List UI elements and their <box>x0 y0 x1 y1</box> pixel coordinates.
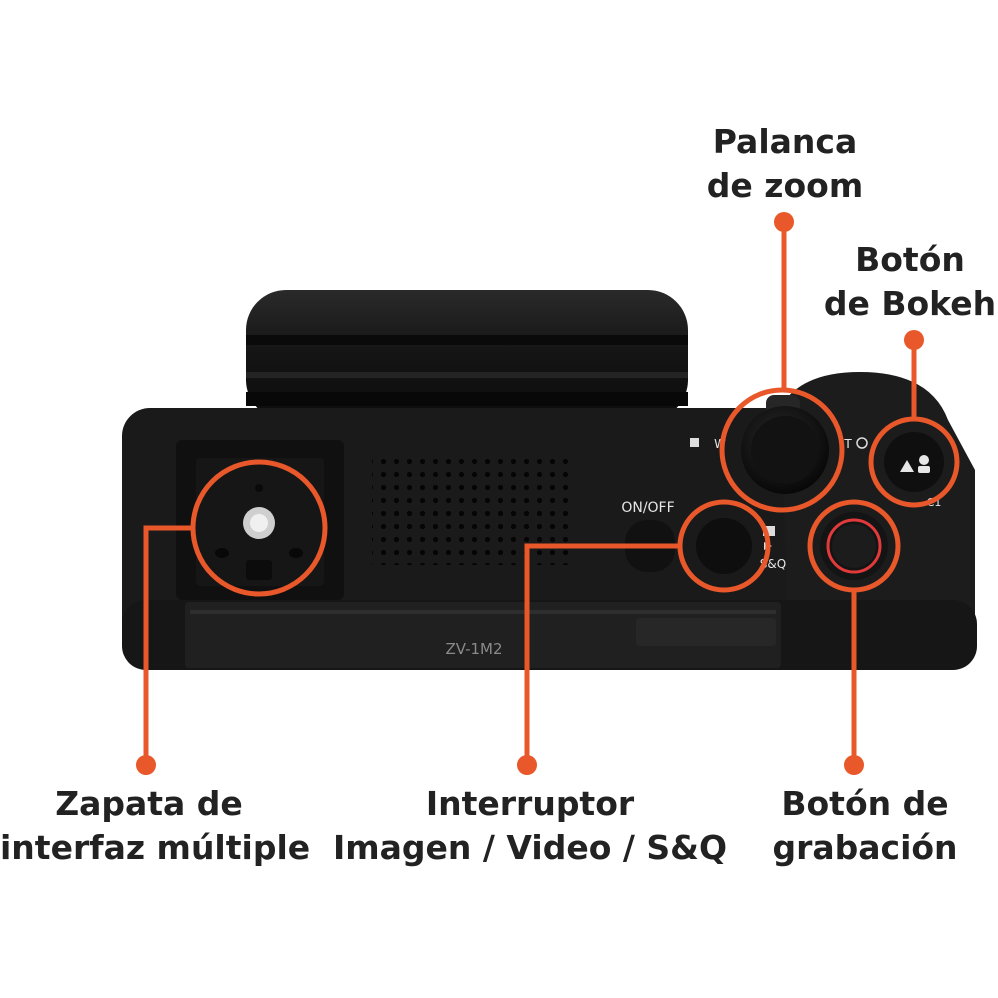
record-button-label-line2: grabación <box>772 828 958 867</box>
tele-magnifier-icon <box>856 437 868 449</box>
bokeh-icon <box>900 460 914 472</box>
zoom-lever-label: Palanca de zoom <box>690 120 880 208</box>
zoom-lever: W T <box>690 395 868 494</box>
zoom-tele-label: T <box>843 437 852 451</box>
power-button: ON/OFF <box>621 500 675 572</box>
wide-icon <box>690 438 699 447</box>
multi-shoe-label-line1: Zapata de <box>55 784 243 823</box>
mode-switch-label: Interruptor Imagen / Video / S&Q <box>330 782 730 870</box>
zoom-lever-label-line1: Palanca <box>712 122 858 161</box>
mode-switch-label-line2: Imagen / Video / S&Q <box>332 828 728 867</box>
multi-shoe-label-line2: interfaz múltiple <box>0 828 311 867</box>
zoom-lever-label-line2: de zoom <box>706 166 864 205</box>
multi-shoe-label: Zapata de interfaz múltiple <box>0 782 311 870</box>
bokeh-button-label: Botón de Bokeh <box>820 238 998 326</box>
mode-switch-label-line1: Interruptor <box>425 784 635 823</box>
callout-lines <box>143 222 960 765</box>
record-button <box>820 512 888 580</box>
power-label: ON/OFF <box>621 500 674 516</box>
record-button-label-line1: Botón de <box>781 784 949 823</box>
bokeh-button-label-line2: de Bokeh <box>823 284 997 323</box>
record-button-label: Botón de grabación <box>755 782 975 870</box>
bokeh-button-label-line1: Botón <box>855 240 965 279</box>
callout-dots <box>136 212 924 775</box>
model-label: ZV-1M2 <box>445 640 502 658</box>
lens-barrel <box>246 290 688 420</box>
